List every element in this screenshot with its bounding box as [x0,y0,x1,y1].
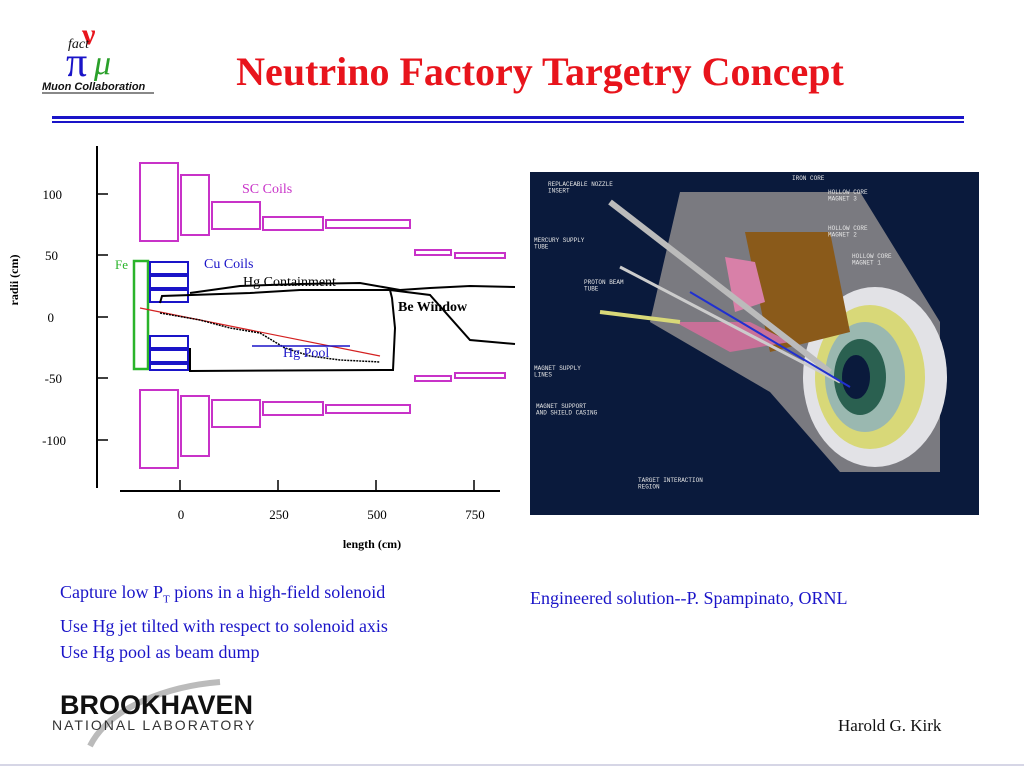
logo-swoosh [87,679,221,748]
sc-coils-label: SC Coils [242,182,292,197]
x-tick-label: 750 [465,507,485,522]
bore [842,355,870,399]
x-tick-label: 0 [178,507,185,522]
y-tick-label: -100 [42,433,66,448]
sc-coils-lower [139,372,506,469]
logo-pi-glyph: π [66,40,87,86]
caption-credit: Engineered solution--P. Spampinato, ORNL [530,588,848,608]
be-window-label: Be Window [398,300,468,315]
logo-mu-glyph: μ [93,45,111,82]
hg-jet [139,307,381,357]
y-axis-label: radii (cm) [7,255,21,306]
y-tick-label: 50 [45,248,58,263]
logo-collab-text: Muon Collaboration [42,81,146,93]
bnl-sub: NATIONAL LABORATORY [52,717,257,733]
cu-coils-label: Cu Coils [204,257,253,272]
caption-line-2: Use Hg jet tilted with respect to soleno… [60,615,388,636]
page-title: Neutrino Factory Targetry Concept [236,49,844,94]
cu-coils [149,261,189,371]
y-ticks [97,193,108,441]
author-name: Harold G. Kirk [838,716,942,735]
hg-containment-label: Hg Containment [243,275,336,290]
y-tick-label: -50 [45,371,62,386]
fe-label: Fe [115,257,128,272]
x-tick-label: 250 [269,507,289,522]
x-axis-label: length (cm) [343,537,401,551]
pink-core [675,322,790,352]
logo-nu-glyph: ν [81,24,96,51]
hg-containment [159,281,516,373]
beam-line [689,291,851,388]
title-rule [52,116,964,123]
bottom-rule [0,764,1024,766]
caption-line-3: Use Hg pool as beam dump [60,641,260,662]
proton-beam-tube [619,265,841,384]
iron-core [745,232,850,352]
bnl-name: BROOKHAVEN [60,690,253,720]
caption-bullets: Capture low PT pions in a high-field sol… [60,579,388,665]
y-tick-label: 100 [43,187,63,202]
hg-pool-label: Hg Pool [283,346,329,361]
target-schematic-plot: 100 50 0 -50 -100 0 250 500 750 length (… [7,146,516,551]
label-iron-core: IRON CORE [792,175,825,182]
mercury-supply-tube [608,199,832,375]
muon-collaboration-logo: ν π μ fact Muon Collaboration [42,24,154,94]
fe-shield [132,259,150,371]
sc-coils-upper [139,162,506,259]
x-tick-label: 500 [367,507,387,522]
hg-pool-surface [159,312,381,363]
y-tick-label: 0 [48,310,55,325]
caption-line-1: Capture low PT pions in a high-field sol… [60,582,386,606]
magnet-supply-lines [599,310,681,324]
logo-fact-text: fact [68,37,90,52]
x-ticks [179,480,475,491]
brookhaven-logo: BROOKHAVEN NATIONAL LABORATORY [52,679,257,748]
